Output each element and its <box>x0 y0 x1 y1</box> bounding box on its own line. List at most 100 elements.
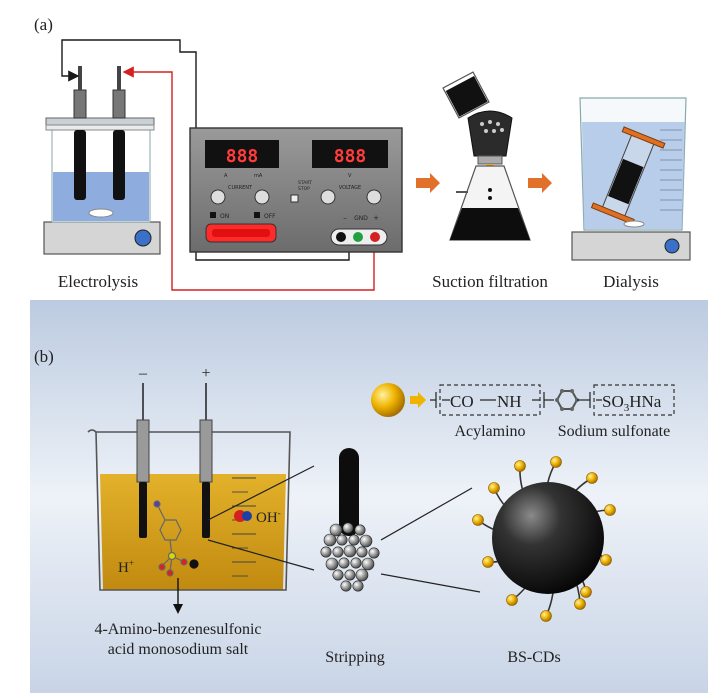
hydrogen-atom-icon <box>242 511 252 521</box>
label-dialysis: Dialysis <box>603 272 659 291</box>
on-indicator-icon <box>210 212 216 218</box>
process-arrow-2-icon <box>528 173 552 193</box>
dialysis-stirrer-knob-icon <box>664 238 680 254</box>
ligand-end-group <box>482 556 494 568</box>
ion-oh: OH- <box>256 508 281 526</box>
red-wire <box>122 66 375 291</box>
current-coarse-knob[interactable] <box>210 189 226 205</box>
caption-sodium-sulfonate: Sodium sulfonate <box>558 423 670 440</box>
ion-h: H+ <box>118 558 134 576</box>
particle <box>336 534 348 546</box>
particle <box>356 546 368 558</box>
reaction-beaker: H+ <box>87 419 291 591</box>
current-display <box>205 140 279 168</box>
current-fine-knob[interactable] <box>254 189 270 205</box>
current-unit-a: A <box>224 173 228 179</box>
electrode-right <box>113 130 125 200</box>
voltage-reading: 888 <box>334 146 367 167</box>
precursor-label-line2: acid monosodium salt <box>108 641 249 658</box>
particle <box>332 569 344 581</box>
label-suction-filtration: Suction filtration <box>432 272 548 291</box>
particle <box>359 534 373 548</box>
terminal-negative[interactable] <box>336 232 346 242</box>
dialysis-setup <box>571 97 691 261</box>
pouring-beaker <box>442 71 490 119</box>
terminal-minus-label: – <box>343 214 347 222</box>
group-nh: NH <box>497 392 522 411</box>
label-electrolysis: Electrolysis <box>58 272 138 291</box>
functional-group-legend: CO NH SO3HNa Acylamino Sodium sulfonate <box>371 383 675 440</box>
stop-label: STOP <box>298 186 310 192</box>
group-so3hna: SO3HNa <box>602 392 662 414</box>
cell-lid-lower <box>45 124 155 131</box>
label-stripping: Stripping <box>325 649 385 666</box>
stripped-particles <box>320 522 380 592</box>
beaker-outline <box>95 431 291 591</box>
particle <box>350 557 362 569</box>
filtrate <box>450 208 530 240</box>
legend-gold-particle-icon <box>371 383 405 417</box>
stripping-electrode <box>320 448 380 592</box>
particle <box>329 523 343 537</box>
terminal-ground[interactable] <box>353 232 363 242</box>
anode-holder <box>199 419 213 483</box>
group-co: CO <box>450 392 474 411</box>
precursor-label-line1: 4-Amino-benzenesulfonic <box>94 621 261 638</box>
panel-b-tag: (b) <box>34 347 54 366</box>
ligand-end-group <box>540 610 552 622</box>
ligand-end-group <box>488 482 500 494</box>
start-stop-button[interactable] <box>290 194 299 203</box>
carbon-dot-core <box>492 482 604 594</box>
ligand-end-group <box>472 514 484 526</box>
particle <box>368 547 380 559</box>
electrolysis-cell <box>43 66 161 255</box>
particle <box>361 557 375 571</box>
particle <box>343 544 357 558</box>
voltage-coarse-knob[interactable] <box>320 189 336 205</box>
anode <box>202 482 210 538</box>
on-label: ON <box>220 213 229 220</box>
ligand-end-group <box>550 456 562 468</box>
electrode-pin-right <box>117 66 121 90</box>
particle <box>338 557 350 569</box>
stirrer-knob-icon <box>134 229 152 247</box>
ligand-end-group <box>600 554 612 566</box>
particle <box>352 580 364 592</box>
cathode-holder <box>136 419 150 483</box>
ligand-end-group <box>506 594 518 606</box>
particle <box>355 568 369 582</box>
dialysis-bag <box>590 126 666 225</box>
electrode-pin-left <box>78 66 82 90</box>
current-knob-label: CURRENT <box>228 185 253 191</box>
voltage-knob-label: VOLTAGE <box>339 185 361 191</box>
off-label: OFF <box>264 213 276 220</box>
bs-cd-particle <box>472 456 616 622</box>
terminal-positive[interactable] <box>370 232 380 242</box>
sulfonate-box <box>593 384 675 416</box>
particle <box>320 546 332 558</box>
caption-acylamino: Acylamino <box>454 423 525 440</box>
particle <box>348 534 360 546</box>
voltage-fine-knob[interactable] <box>366 189 382 205</box>
ligand-end-group <box>604 504 616 516</box>
black-wire <box>61 39 350 261</box>
process-arrow-1-icon <box>416 173 440 193</box>
voltage-unit: V <box>348 173 352 179</box>
electrode-holder-right <box>112 89 126 119</box>
current-unit-ma: mA <box>254 173 263 179</box>
power-supply: 888 A mA 888 V CURRENT START STOP VOLTAG… <box>189 127 403 253</box>
electrode-minus-label: – <box>138 365 148 382</box>
ligand-end-group <box>574 598 586 610</box>
buchner-funnel <box>467 110 513 157</box>
particle <box>354 524 366 536</box>
precursor-molecule-icon <box>153 500 199 577</box>
terminal-plus-label: + <box>373 214 379 222</box>
particle <box>332 546 344 558</box>
ligand-end-group <box>514 460 526 472</box>
power-switch-inner <box>212 229 270 237</box>
current-reading: 888 <box>226 146 259 167</box>
start-label: START <box>298 180 312 186</box>
suction-filtration-apparatus <box>442 71 531 241</box>
